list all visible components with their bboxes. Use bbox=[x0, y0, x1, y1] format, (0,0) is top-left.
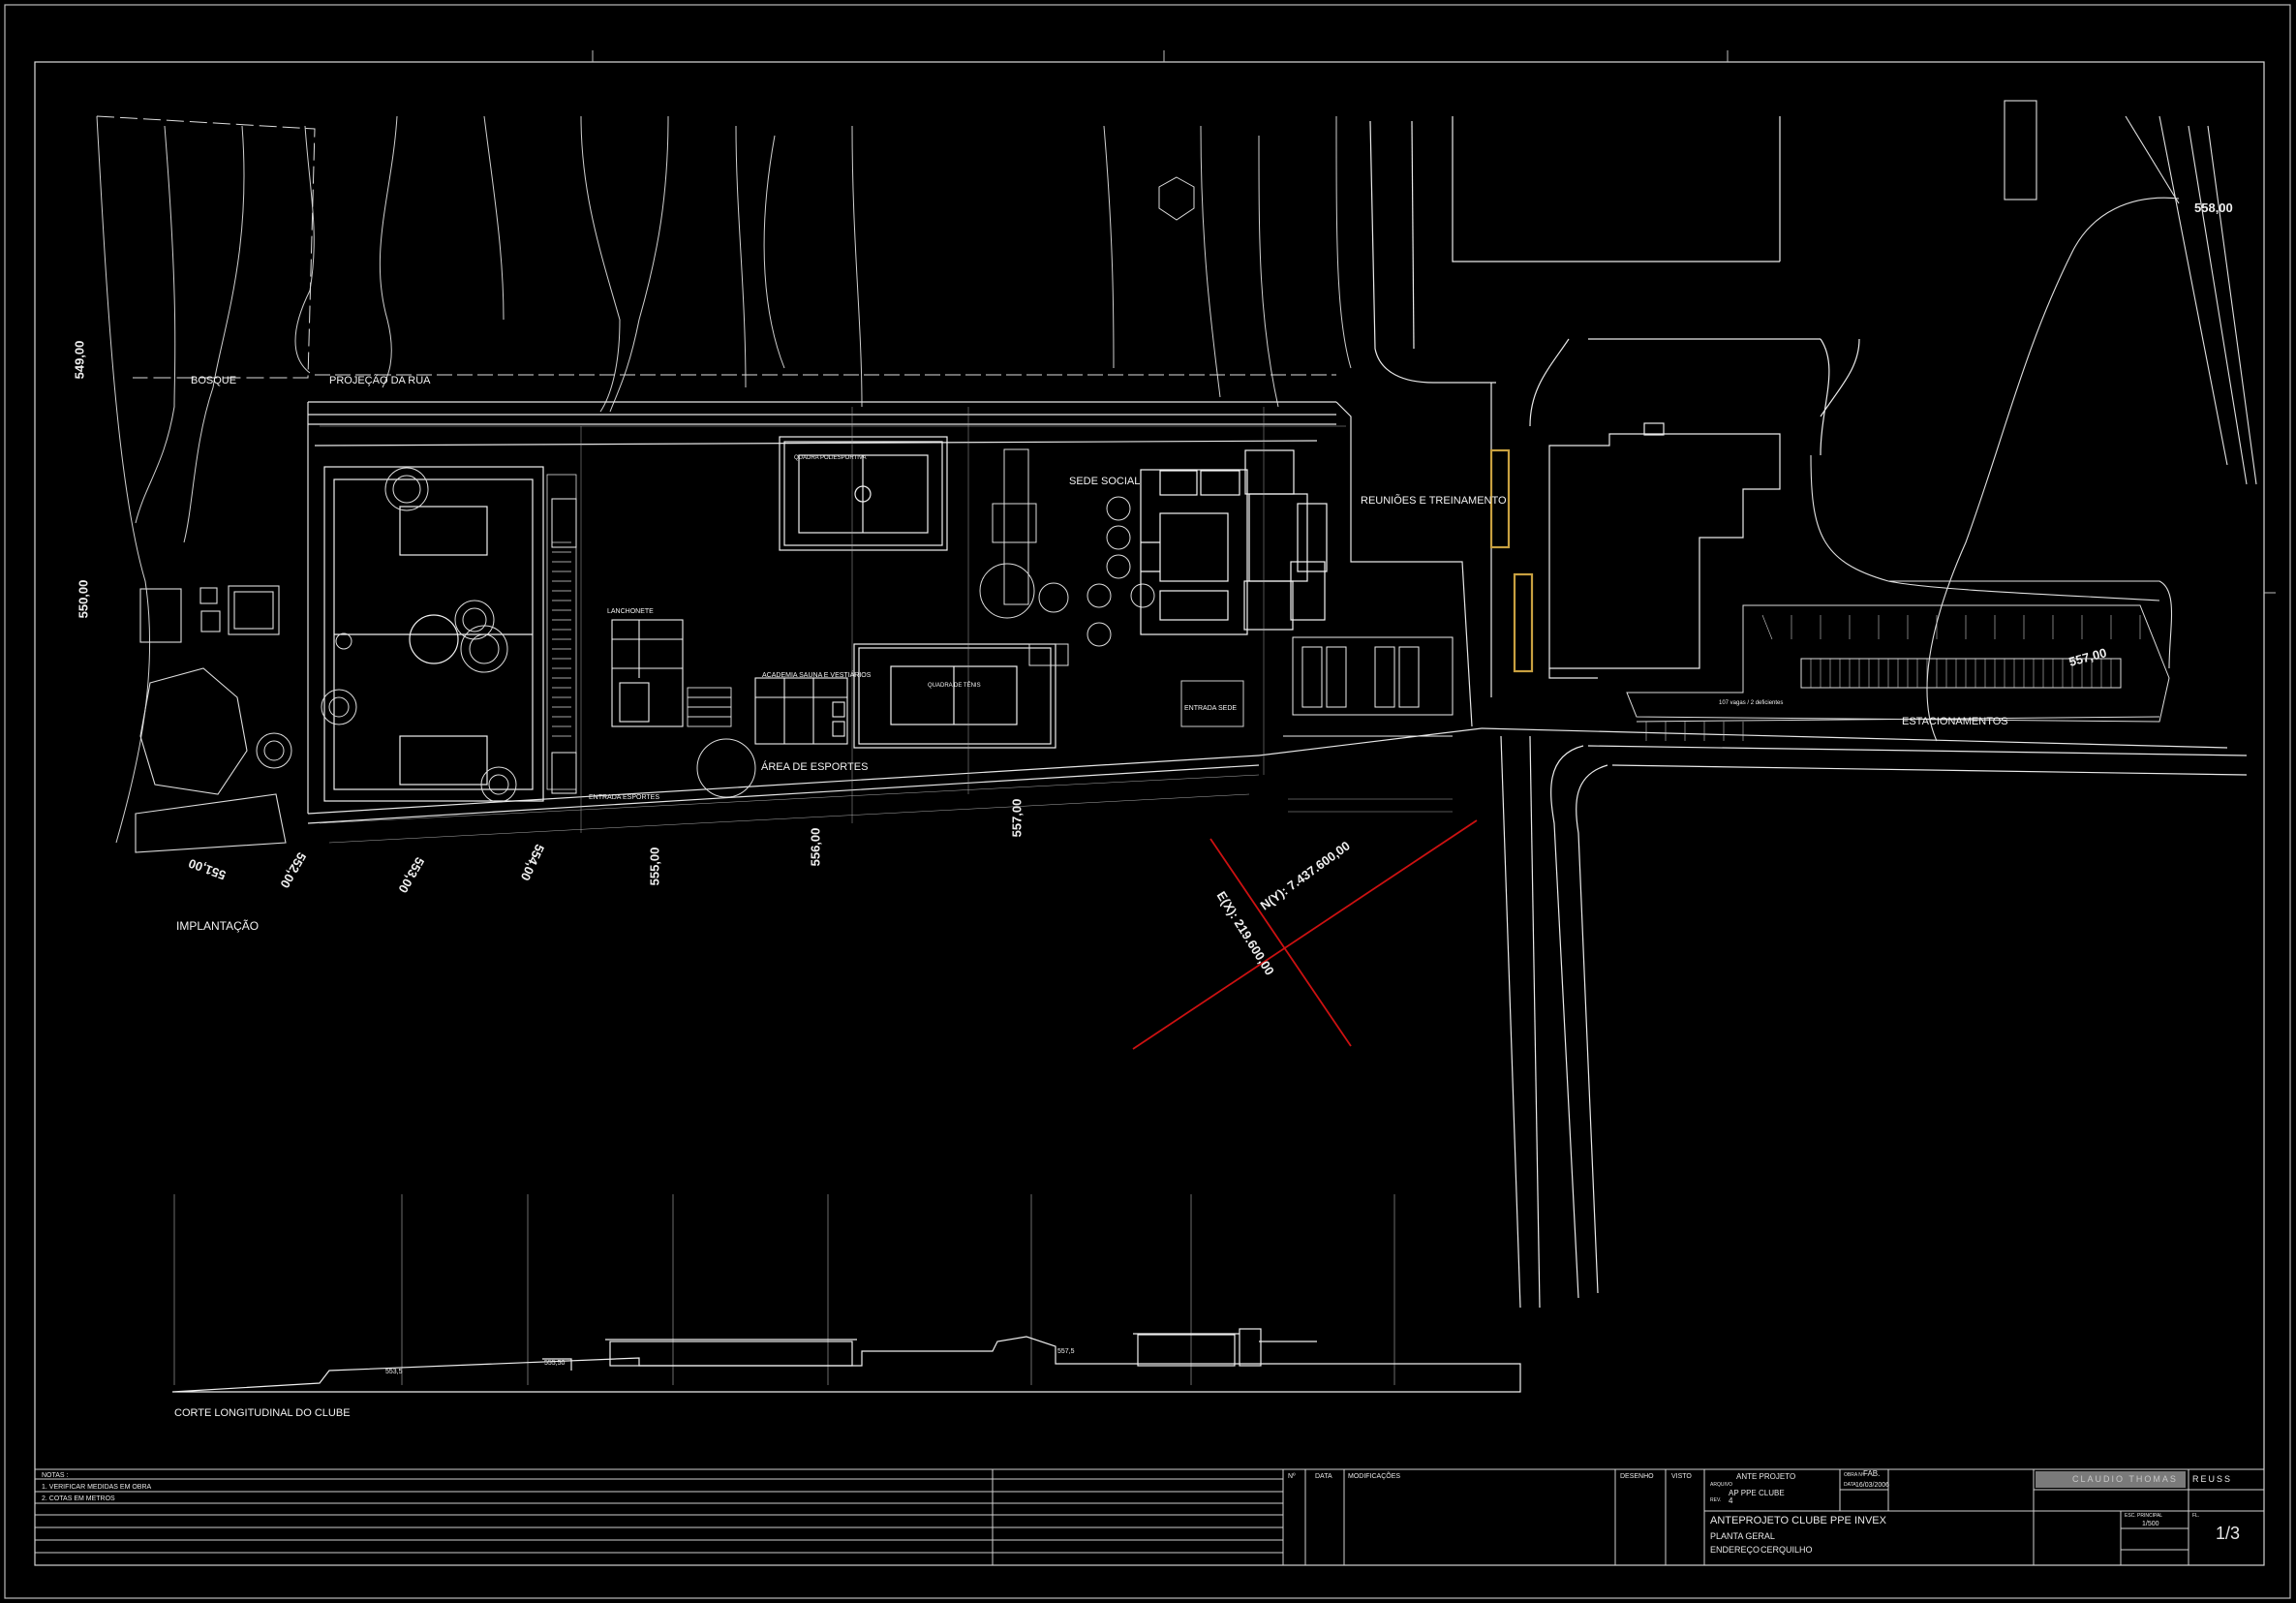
address-label: ENDEREÇO bbox=[1710, 1545, 1760, 1555]
note-2: 2. COTAS EM METROS bbox=[42, 1495, 115, 1502]
label-quadra-poli: QUADRA POLIESPORTIVA bbox=[794, 455, 867, 461]
axis-north bbox=[1209, 838, 1352, 1047]
firm-logo-bar bbox=[2036, 1471, 2186, 1488]
covered-structure bbox=[1283, 636, 1454, 737]
label-estacionamentos: ESTACIONAMENTOS bbox=[1902, 716, 2008, 727]
contour-lines bbox=[96, 115, 1352, 844]
vertical-road bbox=[1369, 116, 2248, 1309]
steps-block bbox=[687, 687, 732, 727]
scale-value: 1/500 bbox=[2142, 1521, 2159, 1527]
toilet-block-1 bbox=[551, 498, 577, 548]
axis-east bbox=[1132, 819, 1478, 1050]
label-corte: CORTE LONGITUDINAL DO CLUBE bbox=[174, 1407, 351, 1419]
elevation-557: 557,00 bbox=[1009, 798, 1025, 838]
sheet-name: PLANTA GERAL bbox=[1710, 1531, 1775, 1541]
label-lanchonete: LANCHONETE bbox=[607, 608, 654, 615]
section-gridlines bbox=[173, 1194, 1395, 1385]
address-value: CERQUILHO bbox=[1760, 1545, 1813, 1555]
right-building bbox=[1548, 422, 1781, 679]
bosque-shapes bbox=[135, 585, 287, 853]
notes-header: NOTAS : bbox=[42, 1472, 69, 1479]
section-level-2: 555,50 bbox=[544, 1360, 566, 1367]
col-data: DATA bbox=[1315, 1473, 1332, 1480]
elevation-558: 558,00 bbox=[2194, 200, 2233, 215]
sede-social-building bbox=[1140, 449, 1328, 635]
section-level-3: 557,5 bbox=[1057, 1348, 1075, 1355]
col-modificacoes: MODIFICAÇÕES bbox=[1348, 1473, 1401, 1480]
parking-stripes bbox=[1645, 614, 2141, 741]
col-no: Nº bbox=[1288, 1473, 1296, 1480]
label-entrada-esportes: ENTRADA ESPORTES bbox=[589, 794, 660, 801]
elevation-550: 550,00 bbox=[76, 579, 91, 619]
academia-building bbox=[754, 677, 848, 745]
highlight-block-1 bbox=[1489, 448, 1511, 549]
label-reunioes: REUNIÕES E TREINAMENTO bbox=[1361, 495, 1507, 507]
outer-frame bbox=[4, 4, 2291, 1599]
label-academia: ACADEMIA SAUNA E VESTIÁRIOS bbox=[762, 672, 872, 679]
soccer-field bbox=[323, 466, 544, 802]
pool-area bbox=[979, 448, 1155, 666]
section-profile bbox=[171, 1328, 1521, 1393]
elevation-556: 556,00 bbox=[808, 827, 823, 867]
project-stage: ANTE PROJETO bbox=[1736, 1472, 1796, 1481]
stairs bbox=[546, 474, 577, 790]
label-area-esportes: ÁREA DE ESPORTES bbox=[761, 761, 869, 773]
bosque-boundary bbox=[96, 115, 316, 379]
highlight-block-2 bbox=[1513, 572, 1534, 673]
firm-name-2: REUSS bbox=[2192, 1474, 2233, 1484]
sheet-number: 1/3 bbox=[2216, 1524, 2241, 1543]
section-level-1: 553,5 bbox=[385, 1369, 403, 1375]
dimension-lines bbox=[319, 407, 1453, 844]
scale-label: ESC. PRINCIPAL bbox=[2125, 1513, 2163, 1519]
label-bosque: BOSQUE bbox=[191, 375, 237, 386]
data-value: 16/03/2006 bbox=[1855, 1482, 1890, 1489]
col-desenho: DESENHO bbox=[1620, 1473, 1654, 1480]
label-vagas: 107 vagas / 2 deficientes bbox=[1719, 700, 1784, 706]
label-sede-social: SEDE SOCIAL bbox=[1069, 476, 1141, 487]
obra-label: OBRA Nº bbox=[1844, 1472, 1864, 1478]
data-label: DATA bbox=[1844, 1482, 1856, 1488]
toilet-block-2 bbox=[551, 752, 577, 794]
rev-value: 4 bbox=[1729, 1496, 1733, 1505]
label-entrada-sede: ENTRADA SEDE bbox=[1184, 705, 1238, 712]
label-quadra-tenis: QUADRA DE TÊNIS bbox=[928, 683, 981, 689]
label-projecao-rua: PROJEÇÃO DA RUA bbox=[329, 375, 431, 386]
title-block-frame bbox=[34, 1468, 2265, 1566]
tennis-court bbox=[853, 643, 1056, 749]
parking-lot bbox=[1626, 604, 2170, 723]
inner-frame bbox=[34, 61, 2265, 1566]
rev-label: REV. bbox=[1710, 1497, 1722, 1503]
note-1: 1. VERIFICAR MEDIDAS EM OBRA bbox=[42, 1484, 152, 1491]
elevation-555: 555,00 bbox=[647, 847, 662, 886]
trees bbox=[256, 467, 517, 803]
hexagon-feature bbox=[1158, 176, 1195, 221]
site-boundary bbox=[307, 401, 2228, 824]
label-implantacao: IMPLANTAÇÃO bbox=[176, 919, 260, 933]
multi-sport-court bbox=[779, 436, 948, 551]
sheet-number-label: FL. bbox=[2192, 1513, 2200, 1519]
lanchonete-building bbox=[611, 619, 684, 727]
project-name: ANTEPROJETO CLUBE PPE INVEX bbox=[1710, 1515, 1886, 1526]
firm-name: CLAUDIO THOMAS bbox=[2072, 1474, 2178, 1484]
obra-value: FAB. bbox=[1863, 1469, 1881, 1478]
entrada-sede-block bbox=[1180, 680, 1244, 727]
right-terrain bbox=[1810, 100, 2257, 742]
arquivo-label: ARQUIVO bbox=[1710, 1482, 1733, 1488]
round-element-1 bbox=[696, 738, 756, 798]
arquivo-value: AP PPE CLUBE bbox=[1729, 1489, 1785, 1497]
col-visto: VISTO bbox=[1671, 1473, 1692, 1480]
elevation-549: 549,00 bbox=[72, 340, 87, 380]
